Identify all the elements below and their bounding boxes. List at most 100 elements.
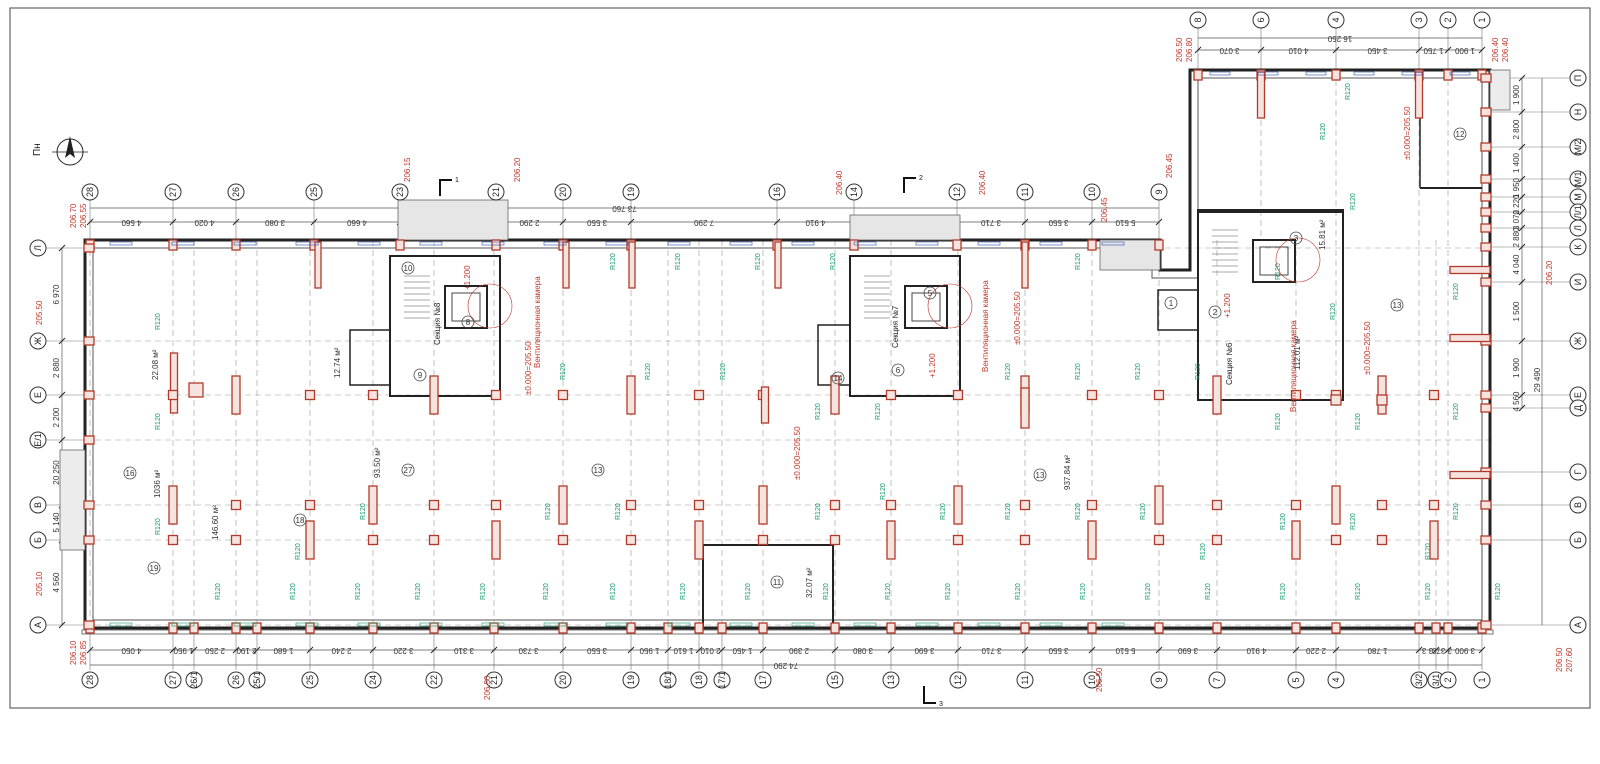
window-opening	[605, 622, 629, 627]
bottom-axis-bubble-circle	[248, 671, 266, 689]
column	[1211, 499, 1223, 511]
dim-tick	[831, 646, 839, 654]
bottom-axis-bubble-circle	[164, 671, 182, 689]
section-cut-2: 2	[919, 175, 923, 182]
fire-rating-label: R120	[1205, 583, 1212, 600]
area-1: 1036 м²	[153, 469, 162, 498]
bottom-dim-value: 1 950	[639, 646, 660, 655]
dim-tick	[759, 646, 767, 654]
dim-tick	[664, 646, 672, 654]
dim-tick	[1292, 646, 1300, 654]
left-axis-bubble: В	[33, 502, 43, 508]
window-opening	[1401, 71, 1423, 76]
bottom-dim-value: 3 310	[453, 646, 474, 655]
column	[304, 389, 316, 401]
column	[367, 389, 379, 401]
room-number: 13	[594, 466, 603, 475]
fire-rating-label: R120	[1280, 513, 1287, 530]
level-left-mid-2: 205.10	[35, 571, 44, 596]
right-axis-bubble: В	[1573, 502, 1583, 508]
entrance-porch	[1489, 69, 1511, 111]
column	[758, 485, 768, 525]
room-number: 9	[418, 371, 423, 380]
bottom-dim-value: 2 240	[331, 646, 352, 655]
room-number-marker	[147, 561, 161, 575]
bottom-dim-value: 4 050	[121, 646, 142, 655]
bottom-dim-value: 2 250	[204, 646, 225, 655]
right-axis-bubble-circle	[1569, 273, 1587, 291]
dim-tick	[1478, 46, 1486, 54]
dim-tick	[627, 218, 635, 226]
bottom-dim-value: 3 220	[393, 646, 414, 655]
bottom-dim-value: 3 550	[1048, 646, 1069, 655]
bottom-axis-bubble: 25	[305, 675, 315, 685]
column	[1480, 142, 1492, 152]
window-opening	[1449, 71, 1471, 76]
right-axis-bubble: Ж	[1573, 336, 1583, 345]
bottom-axis-bubble: 24	[368, 675, 378, 685]
bottom-dim-value: 1 450	[732, 646, 753, 655]
right-dim-value: 1 500	[1512, 301, 1521, 322]
bottom-axis-bubble: 18/1	[663, 671, 673, 689]
annex-dim-value: 4 010	[1288, 46, 1309, 55]
inner-walls	[59, 69, 1511, 628]
left-dim-value: 4 560	[52, 572, 61, 593]
fire-rating-label: R120	[290, 583, 297, 600]
column	[230, 534, 242, 546]
column	[1330, 394, 1342, 406]
dim-tick	[954, 646, 962, 654]
dim-tick	[1155, 218, 1163, 226]
vent-chamber-outline	[1275, 237, 1321, 283]
annex-axis-bubble-circle	[1252, 11, 1270, 29]
column	[367, 534, 379, 546]
top-axis-bubble: 26	[231, 187, 241, 197]
window-opening	[605, 241, 629, 246]
column	[626, 375, 636, 415]
fire-rating-label: R120	[1275, 413, 1282, 430]
room-number-marker	[401, 261, 415, 275]
bottom-axis-bubble: 22	[429, 675, 439, 685]
dim-tick	[232, 218, 240, 226]
column	[1256, 71, 1266, 119]
lift-shaft	[1252, 239, 1296, 283]
top-axis-bubble: 16	[772, 187, 782, 197]
annex-dim-value: 1 900	[1454, 46, 1475, 55]
column	[1290, 499, 1302, 511]
lift-mark-2: +1.200	[928, 353, 937, 378]
window-opening	[1353, 71, 1375, 76]
column	[1480, 500, 1492, 510]
bottom-axis-bubble-circle	[690, 671, 708, 689]
interior-wall-face	[92, 77, 1483, 621]
dim-tick	[58, 337, 66, 345]
left-dim-value: 2 880	[52, 357, 61, 378]
sheet-frame	[9, 7, 1591, 709]
entrance-porch	[849, 214, 961, 241]
column	[829, 499, 841, 511]
window-opening	[481, 241, 505, 246]
bottom-axis-bubble-circle	[227, 671, 245, 689]
top-dim-value: 5 510	[1115, 218, 1136, 227]
right-dim-value: 2 220	[1512, 194, 1521, 215]
top-dim-value: 3 550	[1048, 218, 1069, 227]
room-number: 14	[834, 374, 843, 383]
bottom-axis-bubble-circle	[1150, 671, 1168, 689]
room-number-marker	[923, 286, 937, 300]
ventkamera-2: Вентиляционная камера	[981, 280, 990, 372]
annex-dim-value: 1 750	[1423, 46, 1444, 55]
left-axis-bubble: Е/1	[33, 433, 43, 447]
room-number: 19	[150, 564, 159, 573]
dim-tick	[1444, 646, 1452, 654]
level-top-14: 206.40	[835, 170, 844, 195]
dim-tick	[1332, 646, 1340, 654]
bottom-dim-value: 3 550	[586, 646, 607, 655]
dim-tick	[1257, 46, 1265, 54]
right-axis-bubble-circle	[1569, 69, 1587, 87]
area-8: 112.01 м²	[1293, 335, 1302, 370]
top-dim-value: 4 560	[121, 218, 142, 227]
dim-tick	[1518, 193, 1526, 201]
column	[368, 622, 378, 634]
bottom-dim-value: 1 780	[1367, 646, 1388, 655]
section-8-label: Секция №8	[433, 302, 442, 345]
top-dim-value: 4 910	[805, 218, 826, 227]
